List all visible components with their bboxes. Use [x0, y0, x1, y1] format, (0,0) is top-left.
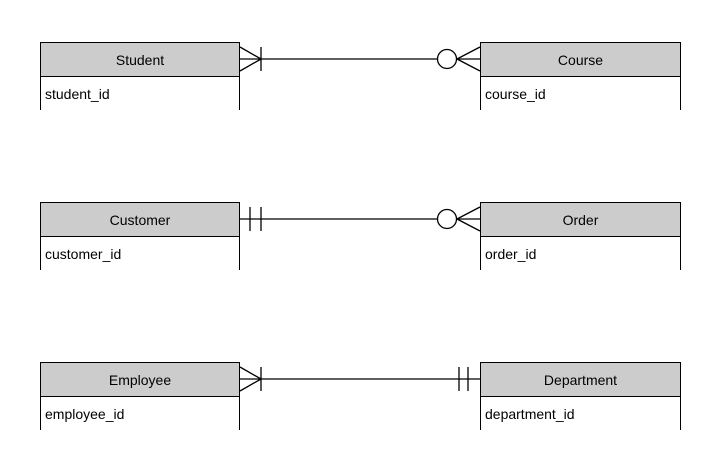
entity-title: Course: [481, 43, 680, 77]
exactly-one-ticks-icon: [458, 367, 469, 391]
entity-title: Employee: [41, 363, 239, 397]
entity-title: Order: [481, 203, 680, 237]
entity-attribute: student_id: [45, 85, 110, 102]
entity-student: Student student_id: [40, 42, 240, 110]
entity-customer: Customer customer_id: [40, 202, 240, 270]
entity-attribute: course_id: [485, 85, 546, 102]
relationship-employee-department: [239, 366, 480, 392]
entity-attribute: department_id: [485, 405, 575, 422]
entity-attribute: order_id: [485, 245, 537, 262]
crow-foot-many-icon: [456, 206, 481, 232]
entity-title: Customer: [41, 203, 239, 237]
entity-title: Department: [481, 363, 680, 397]
crow-foot-one-or-many-icon: [239, 46, 262, 72]
relationship-student-course: [239, 46, 481, 72]
optional-zero-circle-icon: [436, 48, 458, 70]
crow-foot-one-or-many-icon: [239, 366, 262, 392]
entity-order: Order order_id: [480, 202, 681, 270]
exactly-one-ticks-icon: [249, 207, 262, 231]
relationship-customer-order: [240, 206, 481, 232]
entity-attribute: customer_id: [45, 245, 122, 262]
entity-employee: Employee employee_id: [40, 362, 240, 430]
entity-attribute: employee_id: [45, 405, 125, 422]
crow-foot-many-icon: [456, 46, 481, 72]
entity-department: Department department_id: [480, 362, 681, 430]
entity-course: Course course_id: [480, 42, 681, 110]
entity-title: Student: [41, 43, 239, 77]
optional-zero-circle-icon: [436, 208, 458, 230]
